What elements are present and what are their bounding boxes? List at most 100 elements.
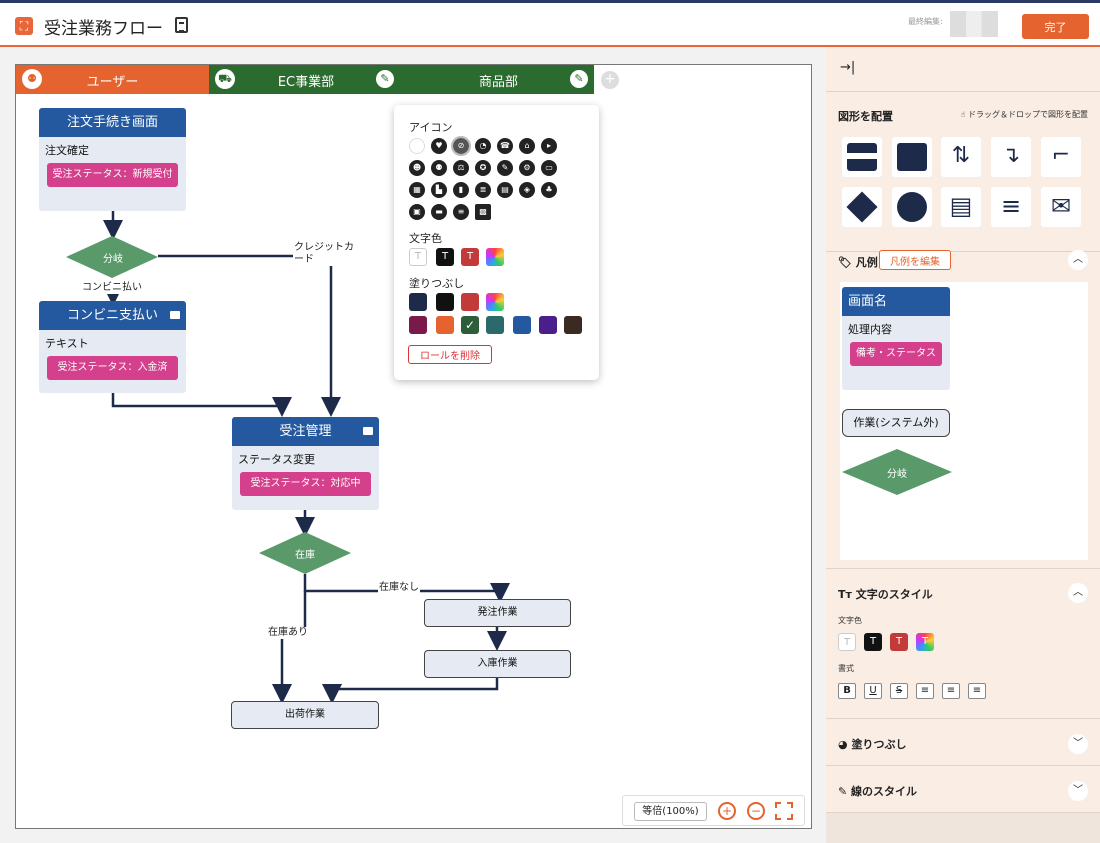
box-icon[interactable]: ◈ (519, 182, 535, 198)
store-icon[interactable]: ⌂ (519, 138, 535, 154)
clipboard-icon[interactable] (175, 17, 188, 33)
bold-button[interactable]: B (838, 683, 856, 699)
text-color-red[interactable]: T (890, 633, 908, 651)
collapse-panel-icon[interactable]: →| (840, 60, 856, 75)
cart-icon: ⛟ (215, 69, 235, 89)
fill-custom[interactable] (486, 293, 504, 311)
connector-elbow-arrow-icon[interactable]: ↴ (991, 137, 1031, 177)
fill-teal[interactable] (486, 316, 504, 334)
drag-hint-text: ドラッグ＆ドロップで図形を配置 (968, 110, 1088, 119)
node-purchase[interactable]: 発注作業 (424, 599, 571, 627)
no-icon[interactable] (409, 138, 425, 154)
text-color-black[interactable]: T (436, 248, 454, 266)
database-icon[interactable]: ≡ (453, 204, 469, 220)
node-order-screen[interactable]: 注文手続き画面 注文確定 受注ステータス：新規受付 (39, 108, 186, 211)
done-button[interactable]: 完了 (1022, 14, 1089, 39)
fit-screen-icon[interactable] (775, 802, 793, 820)
connector-zigzag-icon[interactable]: ⇅ (941, 137, 981, 177)
user-lock-icon[interactable]: ☻ (409, 160, 425, 176)
align-left-icon[interactable]: ≡ (916, 683, 934, 699)
pencil-icon[interactable]: ✎ (376, 70, 394, 88)
fill-black[interactable] (436, 293, 454, 311)
chevron-up-icon[interactable]: ︿ (1068, 583, 1088, 603)
text-color-light[interactable]: T (838, 633, 856, 651)
page-title[interactable]: 受注業務フロー (44, 19, 163, 39)
zoom-in-icon[interactable]: + (718, 802, 736, 820)
fill-green-selected[interactable]: ✓ (461, 316, 479, 334)
text-color-light[interactable]: T (409, 248, 427, 266)
strikethrough-button[interactable]: S (890, 683, 908, 699)
factory-icon[interactable]: ▙ (431, 182, 447, 198)
database-icon[interactable]: ≡ (991, 187, 1031, 227)
fill-blue[interactable] (513, 316, 531, 334)
edit-icon[interactable]: ✎ (497, 160, 513, 176)
node-order-mgmt[interactable]: 受注管理 ステータス変更 受注ステータス：対応中 (232, 417, 379, 510)
text-color-red[interactable]: T (461, 248, 479, 266)
lane-user[interactable]: ⚉ ユーザー (16, 65, 209, 94)
users-icon[interactable]: ⚉ (431, 160, 447, 176)
node-receive[interactable]: 入庫作業 (424, 650, 571, 678)
clipboard-list-icon[interactable]: ≣ (475, 182, 491, 198)
text-color-black[interactable]: T (864, 633, 882, 651)
align-right-icon[interactable]: ≡ (968, 683, 986, 699)
fill-red[interactable] (461, 293, 479, 311)
scale-icon[interactable]: ⚖ (453, 160, 469, 176)
hierarchy-icon[interactable]: ♣ (541, 182, 557, 198)
edit-legend-button[interactable]: 凡例を編集 (879, 250, 951, 270)
underline-button[interactable]: U (864, 683, 882, 699)
calendar-icon[interactable]: ▤ (497, 182, 513, 198)
fill-brown[interactable] (564, 316, 582, 334)
chevron-up-icon[interactable]: ︿ (1068, 250, 1088, 270)
envelope-icon[interactable]: ✉ (1041, 187, 1081, 227)
zoom-level-button[interactable]: 等倍(100%) (634, 802, 707, 821)
lane-ec[interactable]: ⛟ EC事業部 ✎ (209, 65, 403, 94)
add-lane-icon[interactable]: + (601, 71, 619, 89)
building-icon[interactable]: ▦ (409, 182, 425, 198)
shape-box-tile[interactable] (892, 137, 932, 177)
fill-section: ◕ 塗りつぶし ﹀ (826, 718, 1100, 765)
branch-diamond[interactable] (66, 236, 158, 278)
shape-circle-tile[interactable] (892, 187, 932, 227)
line-style-section: ✎ 線のスタイル ﹀ (826, 765, 1100, 812)
lightbulb-icon[interactable]: ✪ (475, 160, 491, 176)
node-conv-pay[interactable]: コンビニ支払い テキスト 受注ステータス：入金済 (39, 301, 186, 393)
style-popup: アイコン ♥ ⊘ ◔ ☎ ⌂ ▸ ☻ ⚉ ⚖ ✪ ✎ ⚙ ▭ ▦ ▙ ▮ ≣ ▤… (394, 105, 599, 380)
lane-product[interactable]: 商品部 ✎ (403, 65, 594, 94)
zoom-out-icon[interactable]: − (747, 802, 765, 820)
chevron-down-icon[interactable]: ﹀ (1068, 734, 1088, 754)
phone-icon[interactable]: ☎ (497, 138, 513, 154)
comment-icon[interactable] (363, 427, 373, 435)
shape-screen-tile[interactable] (842, 137, 882, 177)
stock-diamond[interactable] (259, 532, 351, 574)
bar-chart-icon[interactable]: ▮ (453, 182, 469, 198)
monitor-icon[interactable]: ▭ (541, 160, 557, 176)
line-style-title: ✎ 線のスタイル (838, 785, 918, 798)
shape-diamond-tile[interactable] (842, 187, 882, 227)
document-icon[interactable]: ▤ (941, 187, 981, 227)
text-color-custom[interactable] (486, 248, 504, 266)
chevron-down-icon[interactable]: ﹀ (1068, 781, 1088, 801)
fill-plum[interactable] (409, 316, 427, 334)
align-center-icon[interactable]: ≡ (942, 683, 960, 699)
text-color-custom[interactable]: T (916, 633, 934, 651)
fill-section-title: ◕ 塗りつぶし (838, 738, 907, 751)
flow-canvas[interactable]: ⚉ ユーザー ⛟ EC事業部 ✎ 商品部 ✎ + (15, 64, 812, 829)
last-edit-label: 最終編集: (908, 17, 943, 26)
heart-hand-icon[interactable]: ♥ (431, 138, 447, 154)
fill-navy[interactable] (409, 293, 427, 311)
connector-elbow-icon[interactable]: ⌐ (1041, 137, 1081, 177)
text-style-title: Tт 文字のスタイル (838, 588, 933, 601)
node-ship[interactable]: 出荷作業 (231, 701, 379, 729)
no-entry-icon[interactable]: ⊘ (451, 136, 471, 156)
delete-role-button[interactable]: ロールを削除 (408, 345, 492, 364)
qr-code-icon[interactable]: ▩ (475, 204, 491, 220)
comment-icon[interactable] (170, 311, 180, 319)
pie-chart-icon[interactable]: ◔ (475, 138, 491, 154)
credit-card-icon[interactable]: ▬ (431, 204, 447, 220)
money-icon[interactable]: ▣ (409, 204, 425, 220)
pencil-icon[interactable]: ✎ (570, 70, 588, 88)
fill-orange[interactable] (436, 316, 454, 334)
truck-icon[interactable]: ▸ (541, 138, 557, 154)
fill-purple[interactable] (539, 316, 557, 334)
gear-icon[interactable]: ⚙ (519, 160, 535, 176)
